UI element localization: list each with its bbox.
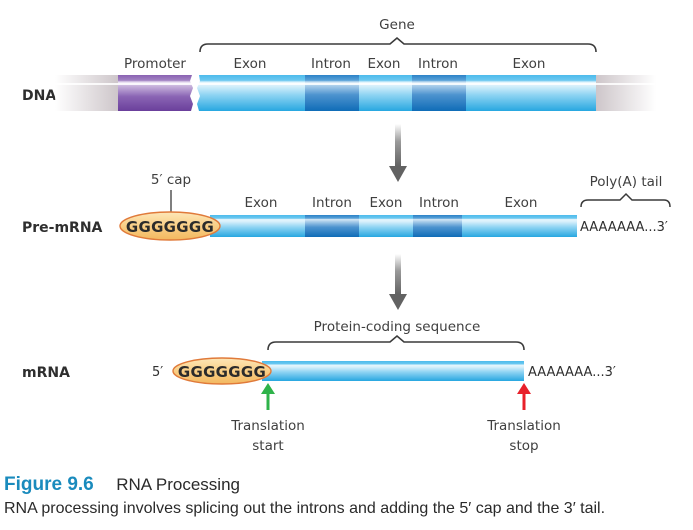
translation-start-arrow-head <box>261 383 275 394</box>
poly-a-tail-label: Poly(A) tail <box>590 174 663 190</box>
translation-stop-label-line1: Translation <box>486 418 561 434</box>
pre-exon-1 <box>210 215 305 237</box>
translation-start-label-line2: start <box>252 438 283 454</box>
gene-brace <box>199 36 597 53</box>
process-arrow-1-shaft <box>395 124 401 168</box>
dna-exon-2 <box>359 75 412 111</box>
dna-left-flank <box>55 75 118 111</box>
dna-exon-1-label: Exon <box>234 56 267 72</box>
pre-exon-1-label: Exon <box>245 195 278 211</box>
figure-number: Figure 9.6 <box>4 474 94 495</box>
dna-exon-3 <box>466 75 596 111</box>
promoter-segment <box>118 75 193 111</box>
five-prime-cap-label: 5′ cap <box>151 172 191 188</box>
dna-exon-1 <box>197 75 305 111</box>
mrna-cap-oval <box>172 357 272 385</box>
pre-mrna-row-label: Pre-mRNA <box>22 220 103 236</box>
dna-intron-1 <box>305 75 359 111</box>
protein-coding-label: Protein-coding sequence <box>314 319 481 335</box>
pre-intron-1 <box>305 215 359 237</box>
dna-exon-2-label: Exon <box>368 56 401 72</box>
pre-mrna-cap-oval <box>119 211 221 241</box>
promoter-label: Promoter <box>124 56 186 72</box>
pre-exon-3 <box>462 215 577 237</box>
dna-exon-3-label: Exon <box>513 56 546 72</box>
mrna-row-label: mRNA <box>22 365 70 381</box>
process-arrow-2-head <box>389 294 407 310</box>
pre-exon-2-label: Exon <box>370 195 403 211</box>
pre-intron-1-label: Intron <box>312 195 352 211</box>
mrna-five-prime-label: 5′ <box>152 365 163 380</box>
mrna-cap-sequence: GGGGGGG <box>178 363 266 381</box>
figure-title: RNA Processing <box>116 475 240 494</box>
process-arrow-2-shaft <box>395 254 401 296</box>
dna-intron-2 <box>412 75 466 111</box>
dna-intron-1-label: Intron <box>311 56 351 72</box>
mrna-tail-sequence: AAAAAAA...3′ <box>528 365 616 380</box>
dna-right-flank <box>596 75 656 111</box>
translation-stop-label-line2: stop <box>509 438 538 454</box>
pre-intron-2-label: Intron <box>419 195 459 211</box>
pre-mrna-tail-sequence: AAAAAAA...3′ <box>580 220 668 235</box>
process-arrow-1-head <box>389 166 407 182</box>
pre-intron-2 <box>413 215 462 237</box>
pre-mrna-cap-sequence: GGGGGGG <box>126 218 214 236</box>
pre-exon-3-label: Exon <box>505 195 538 211</box>
mrna-coding-body <box>262 361 524 381</box>
poly-a-brace <box>580 192 671 208</box>
dna-row-label: DNA <box>22 88 56 104</box>
coding-sequence-brace <box>267 334 525 351</box>
pre-exon-2 <box>359 215 413 237</box>
dna-intron-2-label: Intron <box>418 56 458 72</box>
figure-caption-text: RNA processing involves splicing out the… <box>4 500 606 517</box>
translation-stop-arrow-head <box>517 383 531 394</box>
gene-label: Gene <box>379 17 415 33</box>
dna-strand-gap <box>55 83 655 85</box>
translation-start-label-line1: Translation <box>230 418 305 434</box>
figure-caption-title: Figure 9.6 RNA Processing <box>4 474 240 496</box>
